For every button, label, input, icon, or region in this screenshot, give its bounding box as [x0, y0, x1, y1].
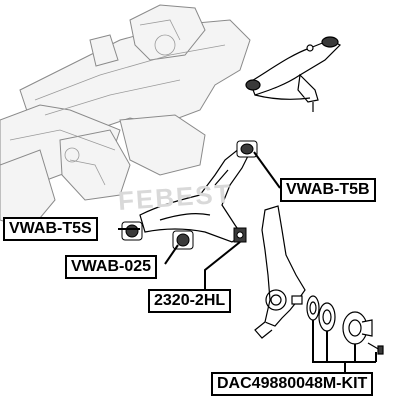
bushing-t5b	[236, 140, 258, 158]
subframe-details	[9, 19, 226, 186]
part-label-vwab-t5b: VWAB-T5B	[280, 178, 376, 202]
hub-bearing-kit	[291, 295, 384, 355]
part-label-vwab-025: VWAB-025	[65, 255, 158, 279]
upper-control-arm	[245, 36, 342, 112]
part-label-dac-kit: DAC49880048M-KIT	[211, 372, 374, 396]
part-label-2320-2hl: 2320-2HL	[148, 289, 232, 313]
part-label-vwab-t5s: VWAB-T5S	[3, 217, 98, 241]
bushing-025	[172, 230, 194, 250]
steering-knuckle	[254, 205, 306, 339]
lower-control-arm	[139, 147, 251, 243]
bushing-t5s	[121, 221, 143, 241]
ball-joint	[233, 227, 247, 243]
